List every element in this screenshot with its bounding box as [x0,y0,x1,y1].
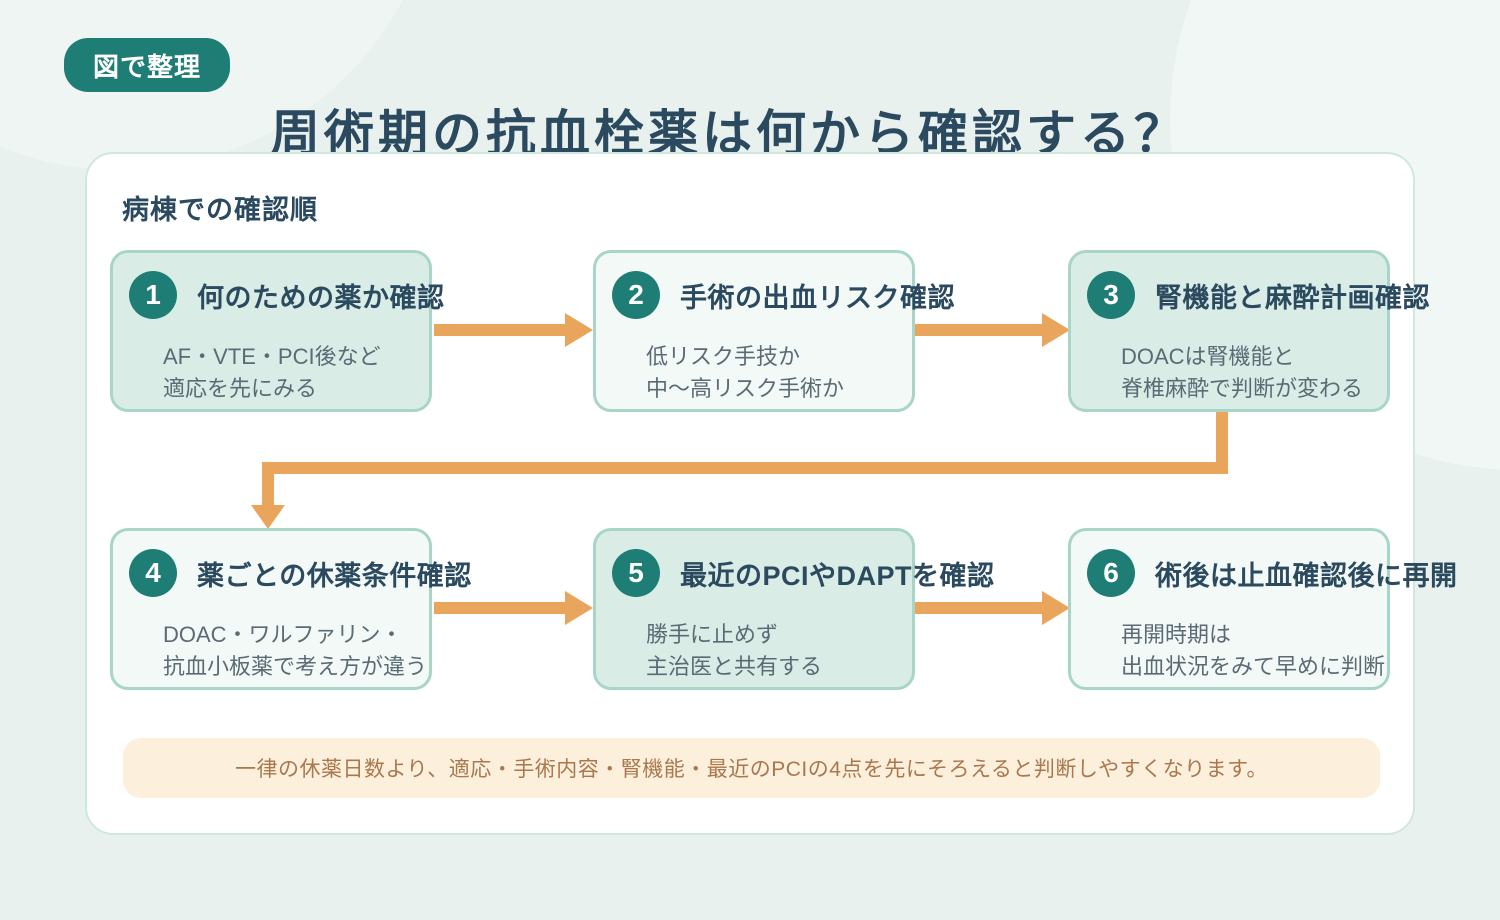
step-box-1: 1 何のための薬か確認 AF・VTE・PCI後など 適応を先にみる [110,250,444,412]
step-header: 3 腎機能と麻酔計画確認 [1087,271,1430,319]
arrow-head-right-icon [565,313,593,347]
step-title: 腎機能と麻酔計画確認 [1155,282,1430,313]
arrow-shaft [434,602,565,614]
arrow-step1-to-step2 [434,313,593,347]
step-description: 再開時期は 出血状況をみて早めに判断 [1121,619,1387,683]
step-number-badge: 5 [612,549,660,597]
step-description-line2: 出血状況をみて早めに判断 [1121,653,1386,679]
card-heading: 病棟での確認順 [122,195,318,225]
arrow-shaft [434,324,565,336]
arrow-head-right-icon [565,591,593,625]
figure-badge: 図で整理 [64,38,230,92]
arrow-step2-to-step3 [911,313,1070,347]
step-title: 最近のPCIやDAPTを確認 [680,560,995,591]
step-description-line1: DOAC・ワルファリン・ [163,622,403,647]
step-header: 1 何のための薬か確認 [129,271,444,319]
step-number-badge: 2 [612,271,660,319]
step-title: 手術の出血リスク確認 [680,282,955,313]
elbow-connector-vertical-to-step4 [262,474,274,506]
step-number-badge: 6 [1087,549,1135,597]
step-description-line2: 主治医と共有する [646,653,823,679]
step-box-4: 4 薬ごとの休薬条件確認 DOAC・ワルファリン・ 抗血小板薬で考え方が違う [110,528,471,690]
step-description-line2: 脊椎麻酔で判断が変わる [1121,375,1364,401]
step-description-line1: 再開時期は [1121,622,1232,647]
step-description: AF・VTE・PCI後など 適応を先にみる [163,341,429,405]
arrow-shaft [911,602,1042,614]
step-description-line1: 勝手に止めず [646,622,779,647]
arrow-head-right-icon [1042,591,1070,625]
step-header: 4 薬ごとの休薬条件確認 [129,549,471,597]
note-banner: 一律の休薬日数より、適応・手術内容・腎機能・最近のPCIの4点を先にそろえると判… [123,738,1380,798]
step-box-5: 5 最近のPCIやDAPTを確認 勝手に止めず 主治医と共有する [593,528,994,690]
figure-badge-label: 図で整理 [92,51,201,82]
step-description-line1: 低リスク手技か [646,344,801,369]
elbow-connector-vertical-from-step3 [1216,412,1228,474]
arrow-head-down-icon [251,505,285,529]
step-header: 6 術後は止血確認後に再開 [1087,549,1457,597]
step-number-badge: 4 [129,549,177,597]
step-description-line1: AF・VTE・PCI後など [163,344,381,369]
step-box-2: 2 手術の出血リスク確認 低リスク手技か 中〜高リスク手術か [593,250,955,412]
step-description-line2: 適応を先にみる [163,375,318,401]
step-description: 低リスク手技か 中〜高リスク手術か [646,341,912,405]
arrow-step4-to-step5 [434,591,593,625]
step-description-line1: DOACは腎機能と [1121,344,1295,369]
step-description-line2: 中〜高リスク手術か [646,375,845,401]
elbow-connector-horizontal [262,462,1228,474]
step-title: 術後は止血確認後に再開 [1155,560,1458,591]
step-description-line2: 抗血小板薬で考え方が違う [163,653,428,679]
step-description: 勝手に止めず 主治医と共有する [646,619,912,683]
step-number-badge: 1 [129,271,177,319]
step-title: 薬ごとの休薬条件確認 [197,560,472,591]
step-header: 2 手術の出血リスク確認 [612,271,955,319]
arrow-step5-to-step6 [911,591,1070,625]
step-description: DOAC・ワルファリン・ 抗血小板薬で考え方が違う [163,619,429,683]
arrow-head-right-icon [1042,313,1070,347]
step-description: DOACは腎機能と 脊椎麻酔で判断が変わる [1121,341,1387,405]
step-box-3: 3 腎機能と麻酔計画確認 DOACは腎機能と 脊椎麻酔で判断が変わる [1068,250,1430,412]
arrow-shaft [911,324,1042,336]
step-title: 何のための薬か確認 [197,282,445,313]
step-header: 5 最近のPCIやDAPTを確認 [612,549,994,597]
step-box-6: 6 術後は止血確認後に再開 再開時期は 出血状況をみて早めに判断 [1068,528,1457,690]
note-text: 一律の休薬日数より、適応・手術内容・腎機能・最近のPCIの4点を先にそろえると判… [234,758,1269,781]
step-number-badge: 3 [1087,271,1135,319]
